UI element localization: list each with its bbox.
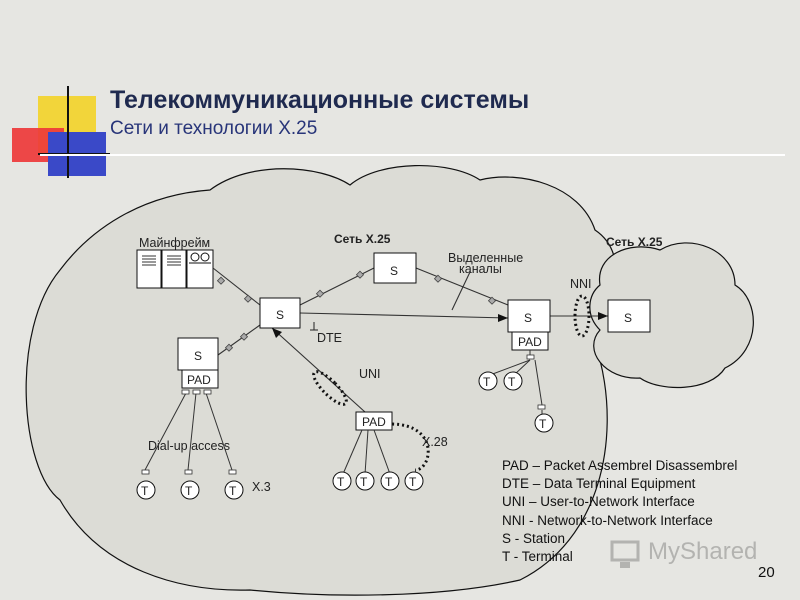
- terminal-bottom-2: T: [355, 471, 375, 491]
- legend-item-station: S - Station: [502, 530, 566, 546]
- uni-dotted-ellipse: [312, 370, 348, 406]
- legend-item-dte: DTE – Data Terminal Equipment: [502, 476, 696, 492]
- slide-title: Телекоммуникационные системы: [110, 86, 530, 114]
- terminal-right-1: T: [478, 371, 498, 391]
- watermark: MyShared: [608, 534, 768, 574]
- decor-vertical-line: [67, 86, 69, 178]
- legend-item-terminal: T - Terminal: [502, 549, 573, 565]
- svg-text:PAD: PAD: [518, 335, 542, 349]
- page-number: 20: [758, 564, 775, 581]
- mainframe-label: Майнфрейм: [139, 236, 210, 250]
- terminal-left-1: T: [136, 480, 156, 500]
- svg-text:T: T: [229, 484, 237, 498]
- network-main-label: Сеть X.25: [334, 232, 391, 246]
- svg-text:T: T: [385, 475, 393, 489]
- terminal-right-2: T: [503, 371, 523, 391]
- legend-item-uni: UNI – User-to-Network Interface: [502, 494, 695, 510]
- arrowhead-s-right-in: [498, 314, 508, 322]
- station-far: S: [607, 299, 651, 333]
- uni-label: UNI: [359, 367, 381, 381]
- svg-text:T: T: [360, 475, 368, 489]
- arrowhead-s-center-in: [272, 328, 282, 338]
- pad-right: PAD: [511, 331, 549, 351]
- pad-bottom: PAD: [355, 411, 393, 431]
- svg-text:T: T: [539, 417, 547, 431]
- arrowhead-s-far-in: [598, 312, 608, 320]
- terminal-bottom-4: T: [404, 471, 424, 491]
- legend-item-nni: NNI - Network-to-Network Interface: [502, 512, 713, 528]
- svg-text:T: T: [483, 375, 491, 389]
- svg-text:T: T: [141, 484, 149, 498]
- link-s-center-s-left: [217, 324, 261, 356]
- link-mainframe-s-center: [212, 267, 261, 306]
- station-center: S: [259, 297, 301, 329]
- leased-lines-label-2: каналы: [459, 262, 502, 276]
- leased-lines-label-1: Выделенные: [448, 251, 523, 265]
- mainframe-icon: [136, 249, 214, 289]
- dialup-label: Dial-up access: [148, 439, 230, 453]
- svg-text:T: T: [337, 475, 345, 489]
- link-s-center-pad-bottom: [271, 327, 366, 413]
- terminal-right-3: T: [534, 413, 554, 433]
- nni-dotted-ellipse: [573, 294, 591, 338]
- svg-text:PAD: PAD: [187, 373, 211, 387]
- watermark-logo-icon: [610, 540, 640, 568]
- svg-text:T: T: [185, 484, 193, 498]
- svg-text:S: S: [524, 311, 532, 325]
- terminal-left-2: T: [180, 480, 200, 500]
- link-s-center-s-right: [299, 312, 509, 319]
- pad-left: PAD: [181, 369, 219, 389]
- title-divider: [40, 154, 785, 156]
- terminal-bottom-1: T: [332, 471, 352, 491]
- svg-text:S: S: [194, 349, 202, 363]
- legend: PAD – Packet Assembrel Disassembrel DTE …: [502, 457, 737, 566]
- dte-label: DTE: [317, 331, 342, 345]
- terminal-left-3: T: [224, 480, 244, 500]
- svg-text:S: S: [624, 311, 632, 325]
- slide-subtitle: Сети и технологии X.25: [110, 118, 318, 139]
- station-left: S: [177, 337, 219, 371]
- nni-label: NNI: [570, 277, 592, 291]
- legend-item-pad: PAD – Packet Assembrel Disassembrel: [502, 458, 738, 473]
- svg-text:T: T: [409, 475, 417, 489]
- x28-label: X.28: [422, 435, 448, 449]
- svg-text:PAD: PAD: [362, 415, 386, 429]
- x28-dotted-arc: [391, 422, 430, 472]
- svg-text:S: S: [390, 264, 398, 278]
- link-leased-pointer: [451, 271, 471, 311]
- station-right: S: [507, 299, 551, 333]
- svg-text:T: T: [508, 375, 516, 389]
- right-network-cloud: [589, 242, 754, 389]
- network-right-label: Сеть X.25: [606, 235, 663, 249]
- station-top: S: [373, 252, 417, 284]
- svg-text:S: S: [276, 308, 284, 322]
- x3-label: X.3: [252, 480, 271, 494]
- watermark-text: MyShared: [648, 538, 758, 565]
- terminal-bottom-3: T: [380, 471, 400, 491]
